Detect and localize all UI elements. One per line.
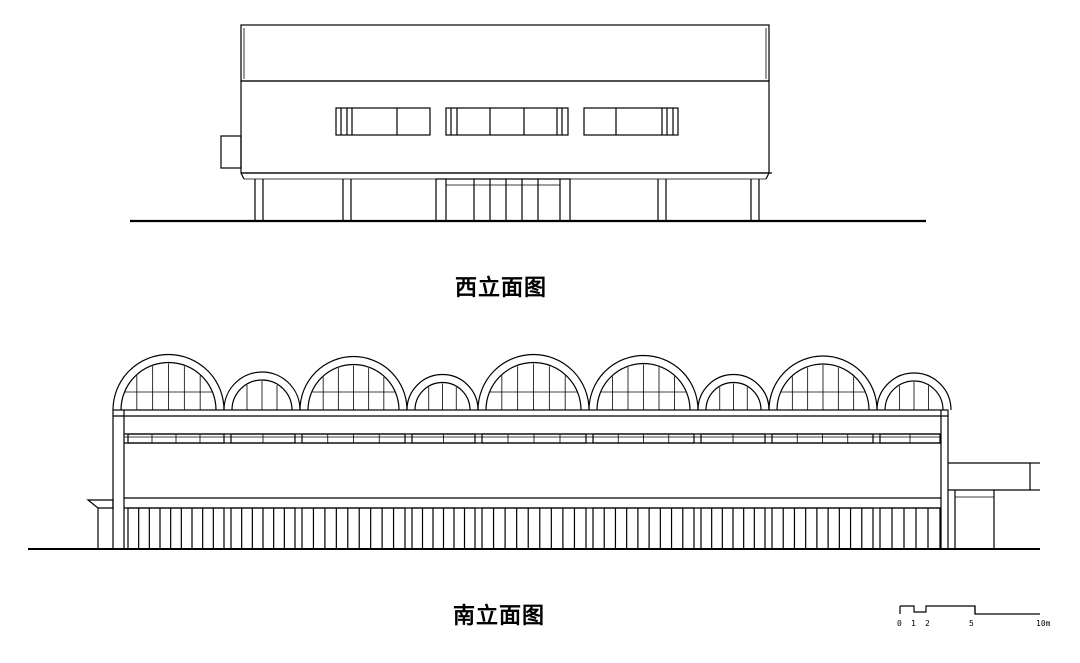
window-bay-3	[301, 433, 406, 550]
scale-label-10m: 10m	[1036, 619, 1051, 628]
west-side-box	[220, 135, 242, 169]
west-elevation-title: 西立面图	[455, 276, 548, 301]
west-window-group-3	[583, 107, 679, 136]
west-entrance-glazing	[435, 178, 571, 222]
vault-5	[477, 353, 590, 411]
vault-8	[768, 355, 878, 411]
window-bay-2	[230, 433, 296, 550]
south-roof-vaults	[112, 353, 952, 411]
scale-label-1: 1	[911, 619, 916, 628]
window-bay-4	[411, 433, 476, 550]
window-bay-8	[771, 433, 874, 550]
scale-label-5: 5	[969, 619, 974, 628]
window-bay-6	[592, 433, 695, 550]
vault-6	[588, 354, 699, 411]
west-window-group-2	[445, 107, 569, 136]
window-bay-5	[481, 433, 587, 550]
vault-4	[406, 373, 479, 411]
window-bay-1	[127, 433, 225, 550]
west-elevation	[130, 24, 926, 223]
south-window-bays	[127, 433, 941, 550]
west-main-wall	[240, 80, 770, 174]
south-elevation	[28, 353, 1040, 550]
west-window-group-1	[335, 107, 431, 136]
window-bay-7	[700, 433, 766, 550]
south-elevation-title: 南立面图	[453, 604, 546, 629]
south-main-block	[112, 409, 949, 550]
vault-1	[112, 353, 225, 411]
scale-label-0: 0	[897, 619, 902, 628]
south-right-annex	[948, 462, 1040, 549]
vault-7	[697, 373, 770, 411]
west-columns	[254, 179, 760, 221]
scale-label-2: 2	[925, 619, 930, 628]
window-bay-9	[879, 433, 941, 550]
south-left-canopy	[86, 499, 114, 509]
vault-9	[876, 372, 952, 411]
west-roof-band	[240, 24, 770, 82]
vault-2	[223, 371, 301, 411]
scale-bar	[899, 605, 1040, 615]
vault-3	[299, 355, 408, 411]
